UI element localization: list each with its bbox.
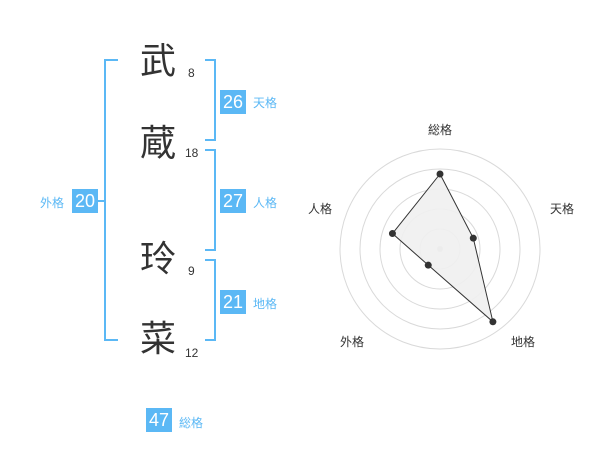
name-char-2: 蔵 [140, 123, 177, 164]
stroke-count-2: 18 [185, 146, 199, 160]
radar-point-5 [388, 230, 396, 238]
stroke-count-3: 9 [188, 264, 195, 278]
chikaku-label: 地格 [253, 297, 278, 311]
radar-point-3 [489, 318, 497, 326]
radar-label-soukaku: 総格 [428, 123, 453, 137]
gaikaku-score: 20 [72, 189, 99, 213]
radar-ring-5 [339, 148, 541, 350]
stroke-count-1: 8 [188, 66, 195, 80]
name-char-3: 玲 [140, 239, 177, 280]
soukaku-score: 47 [146, 408, 173, 432]
jinkaku-label: 人格 [253, 196, 278, 210]
radar-label-jinkaku: 人格 [308, 202, 333, 216]
radar-label-chikaku: 地格 [511, 335, 536, 349]
chikaku-bracket [205, 259, 216, 341]
tenkaku-bracket [205, 59, 216, 141]
stroke-count-4: 12 [185, 346, 199, 360]
gaikaku-label: 外格 [40, 196, 65, 210]
soukaku-label: 総格 [179, 416, 204, 430]
name-char-4: 菜 [140, 319, 177, 360]
radar-point-1 [436, 170, 444, 178]
radar-polygon [391, 173, 494, 324]
radar-label-gaikaku: 外格 [340, 335, 365, 349]
tenkaku-label: 天格 [253, 96, 278, 110]
jinkaku-score: 27 [220, 189, 247, 213]
radar-point-2 [469, 234, 477, 242]
jinkaku-bracket [205, 149, 216, 251]
chikaku-score: 21 [220, 290, 247, 314]
name-char-1: 武 [140, 41, 177, 82]
radar-point-4 [424, 261, 432, 269]
radar-label-tenkaku: 天格 [550, 202, 575, 216]
radar-ring-4 [359, 168, 521, 330]
tenkaku-score: 26 [220, 90, 247, 114]
